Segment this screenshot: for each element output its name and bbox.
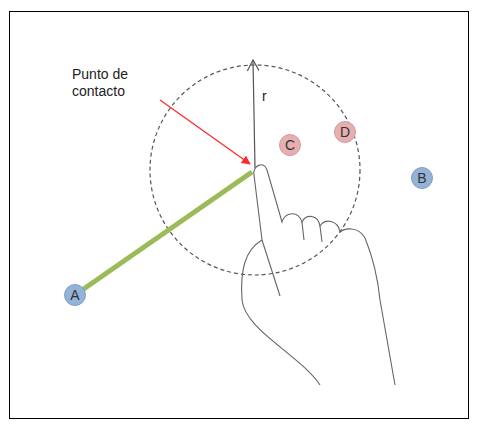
radius-arrow — [253, 60, 255, 168]
point-letter: B — [417, 171, 426, 185]
point-circle: A — [64, 284, 86, 306]
touch-radius-circle — [150, 65, 360, 275]
frame — [10, 12, 469, 419]
radius-label: r — [262, 88, 267, 105]
leader-arrow — [160, 100, 250, 164]
hand-outline — [242, 165, 395, 385]
point-letter: A — [70, 288, 79, 302]
point-circle: B — [411, 167, 433, 189]
point-circle: C — [279, 134, 301, 156]
point-circle: D — [334, 121, 356, 143]
point-letter: C — [285, 138, 295, 152]
callout-text: Punto de contacto — [72, 66, 152, 100]
point-letter: D — [340, 125, 350, 139]
selection-line — [75, 172, 252, 295]
